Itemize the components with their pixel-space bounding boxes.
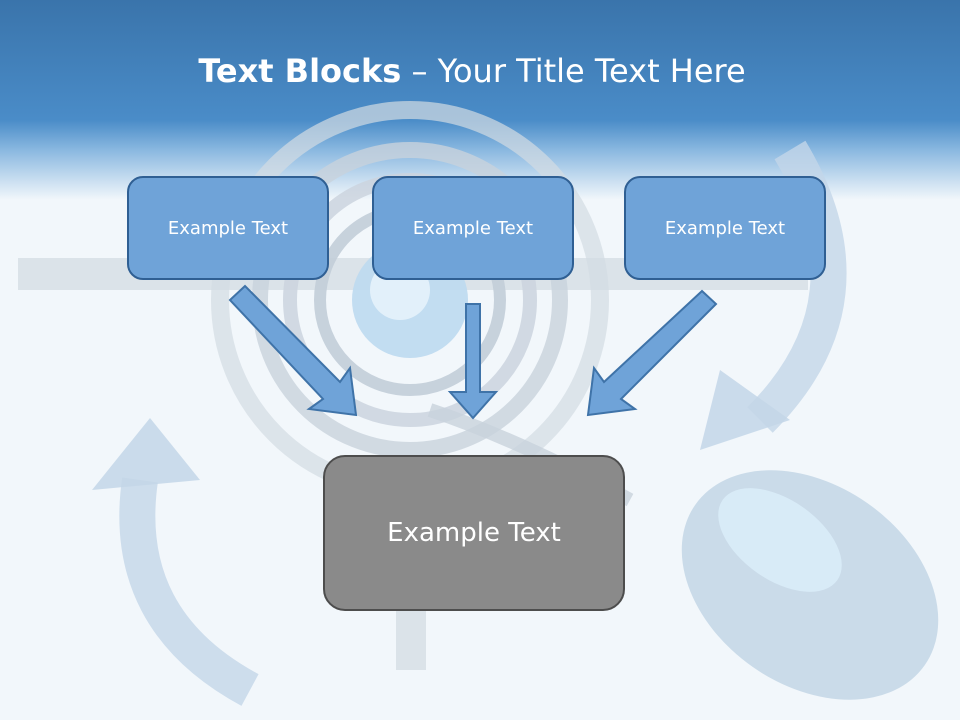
arrow-right xyxy=(586,289,718,417)
page-title: Text Blocks – Your Title Text Here xyxy=(0,52,944,90)
text-block-3[interactable]: Example Text xyxy=(624,176,826,280)
summary-text-block[interactable]: Example Text xyxy=(323,455,625,611)
text-block-1[interactable]: Example Text xyxy=(127,176,329,280)
arrow-center xyxy=(447,303,499,420)
title-rest: – Your Title Text Here xyxy=(401,52,746,90)
text-block-2[interactable]: Example Text xyxy=(372,176,574,280)
arrow-left xyxy=(228,284,358,417)
title-bold: Text Blocks xyxy=(198,52,402,90)
